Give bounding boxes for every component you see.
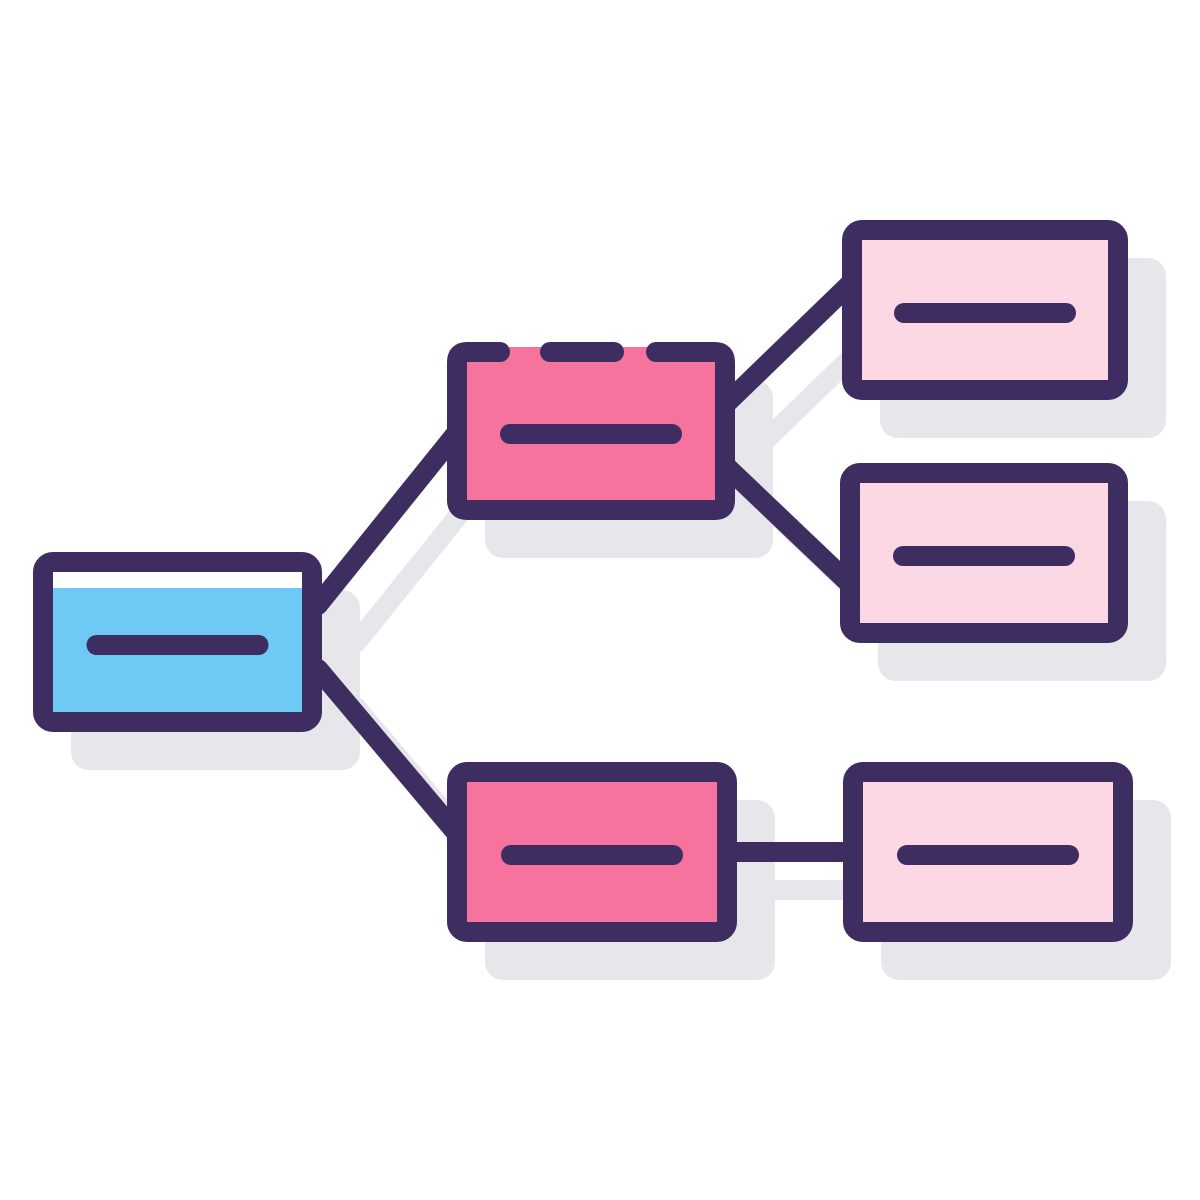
node-border-root — [33, 552, 322, 732]
edge-branch-top-to-leaf-middle-right — [718, 458, 865, 599]
node-leaf-top-right — [842, 220, 1128, 400]
node-border-branch-top — [447, 342, 735, 520]
edge-root-to-branch-top — [308, 421, 468, 615]
node-border-leaf-bottom-right — [843, 762, 1133, 942]
node-leaf-middle-right — [840, 463, 1128, 643]
node-fill-root — [41, 588, 314, 724]
node-text-bar-leaf-bottom-right — [897, 845, 1079, 865]
node-text-bar-leaf-middle-right — [893, 546, 1075, 566]
node-text-bar-leaf-top-right — [894, 303, 1076, 323]
node-branch-bottom — [447, 762, 737, 942]
node-border-leaf-top-right — [842, 220, 1128, 400]
node-text-bar-root — [86, 635, 269, 655]
node-branch-top — [447, 342, 735, 520]
edge-branch-top-to-leaf-top-right — [718, 269, 865, 412]
node-root — [33, 552, 322, 732]
node-leaf-bottom-right — [843, 762, 1133, 942]
node-border-leaf-middle-right — [840, 463, 1128, 643]
node-border-branch-bottom — [447, 762, 737, 942]
node-text-bar-branch-top — [500, 424, 682, 444]
edge-root-to-branch-bottom — [308, 659, 468, 845]
node-text-bar-branch-bottom — [501, 845, 683, 865]
